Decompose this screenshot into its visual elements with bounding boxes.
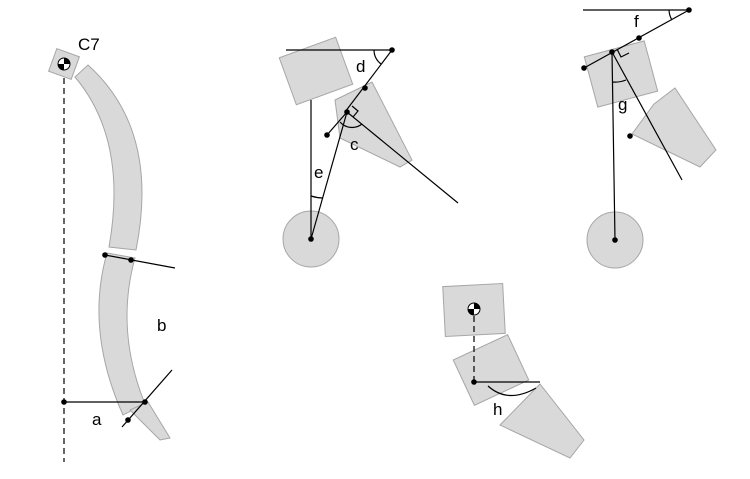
center-of-mass-icon <box>467 302 481 316</box>
label-c: c <box>350 135 359 154</box>
label-a: a <box>92 410 102 429</box>
perpendicular-line-c <box>346 111 459 204</box>
endplate-line-d <box>344 49 393 113</box>
sacral-endplate-line <box>121 369 173 428</box>
bottom-wedge-h <box>499 383 585 459</box>
label-c7: C7 <box>78 35 100 54</box>
line-b <box>104 254 176 269</box>
label-b: b <box>157 316 166 335</box>
upper-thoracic-block <box>278 36 354 106</box>
lower-thoracic-wedge <box>334 81 413 168</box>
label-h: h <box>493 400 502 419</box>
plumb-line-g <box>611 51 616 241</box>
lumbar-segment <box>98 252 146 416</box>
lower-wedge-right <box>631 87 717 168</box>
panel-upper-angles: f g <box>581 7 717 269</box>
center-of-mass-icon <box>57 57 71 71</box>
line-to-apex <box>310 111 348 240</box>
perpendicular-line-g <box>611 51 683 181</box>
panel-angle-h: h <box>442 282 585 459</box>
label-d: d <box>356 57 365 76</box>
thoracic-segment <box>74 64 143 251</box>
label-g: g <box>618 95 627 114</box>
lower-endplate-line <box>326 111 348 136</box>
middle-block-h <box>452 333 530 407</box>
panel-thoracic-angles: d c e <box>278 36 459 268</box>
panel-spine-curvature: C7 b a <box>47 35 176 462</box>
label-e: e <box>314 163 323 182</box>
sacrum-segment <box>129 401 171 441</box>
label-f: f <box>634 12 639 31</box>
